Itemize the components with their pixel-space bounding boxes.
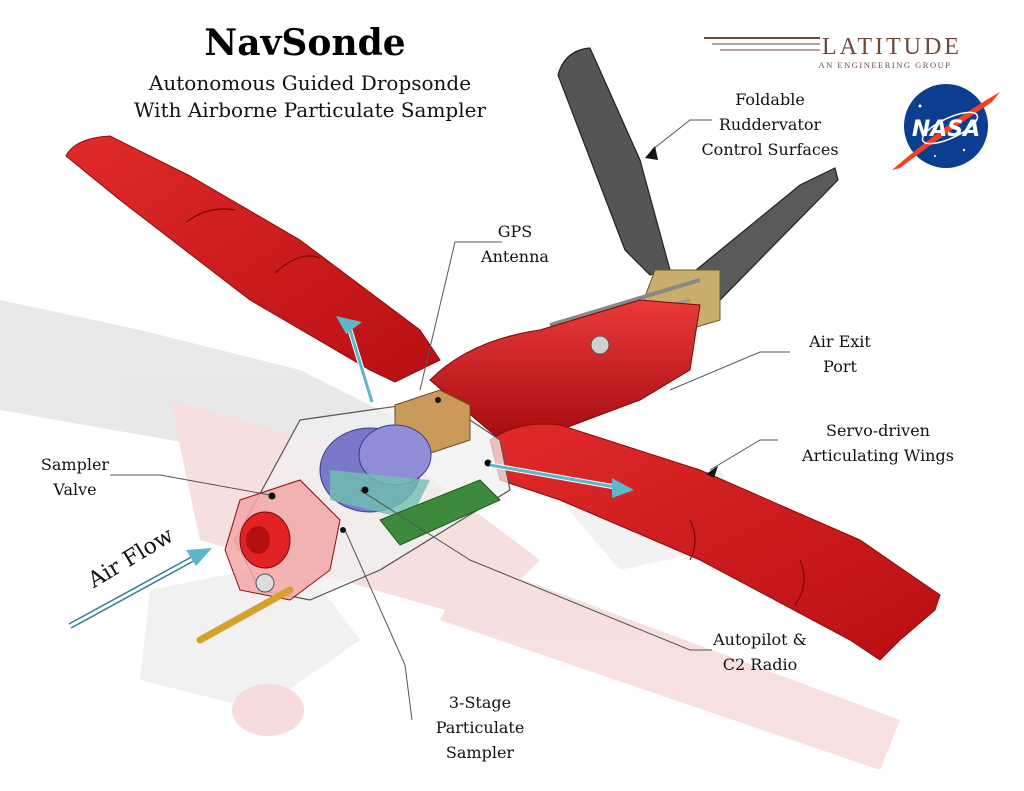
subtitle: Autonomous Guided Dropsonde With Airborn… xyxy=(110,70,510,124)
label-line: Autopilot & xyxy=(713,630,807,649)
nasa-logo: NASA xyxy=(892,84,1000,170)
autopilot-board xyxy=(379,479,501,546)
label-line: Air Exit xyxy=(809,332,871,351)
label-line: Antenna xyxy=(481,247,549,266)
label-ruddervator: Foldable Ruddervator Control Surfaces xyxy=(690,87,850,162)
airflow-arrows xyxy=(68,316,634,629)
label-line: Particulate xyxy=(435,718,525,737)
ruddervator-fin-upper xyxy=(557,47,671,276)
label-gps-antenna: GPS Antenna xyxy=(470,219,560,269)
latitude-logo-tagline: AN ENGINEERING GROUP xyxy=(818,60,952,70)
fuselage-rear xyxy=(429,299,701,441)
leader-lines xyxy=(110,119,790,721)
label-articulating-wings: Servo-driven Articulating Wings xyxy=(778,418,978,468)
label-line: GPS xyxy=(497,222,533,241)
label-sampler-valve: Sampler Valve xyxy=(30,452,120,502)
label-line: Port xyxy=(823,357,857,376)
subtitle-line-1: Autonomous Guided Dropsonde xyxy=(148,71,472,95)
label-air-exit-port: Air Exit Port xyxy=(790,329,890,379)
label-line: Servo-driven xyxy=(826,421,930,440)
nasa-wordmark: NASA xyxy=(912,117,980,142)
label-line: C2 Radio xyxy=(722,655,798,674)
latitude-logo-name: LATITUDE xyxy=(822,34,962,60)
label-line: Valve xyxy=(53,480,97,499)
label-line: Articulating Wings xyxy=(802,446,954,465)
label-line: Sampler xyxy=(40,455,110,474)
page-title: NavSonde xyxy=(204,22,406,64)
intake-tube xyxy=(196,586,294,644)
latitude-logo-lines xyxy=(704,37,820,51)
label-line: Sampler xyxy=(445,743,515,762)
label-line: Control Surfaces xyxy=(701,140,839,159)
label-autopilot-radio: Autopilot & C2 Radio xyxy=(705,627,815,677)
label-line: 3-Stage xyxy=(448,693,512,712)
label-particulate-sampler: 3-Stage Particulate Sampler xyxy=(425,690,535,765)
label-line: Foldable xyxy=(735,90,805,109)
callout-dots xyxy=(268,397,492,533)
label-line: Ruddervator xyxy=(718,115,822,134)
subtitle-line-2: With Airborne Particulate Sampler xyxy=(133,98,487,122)
